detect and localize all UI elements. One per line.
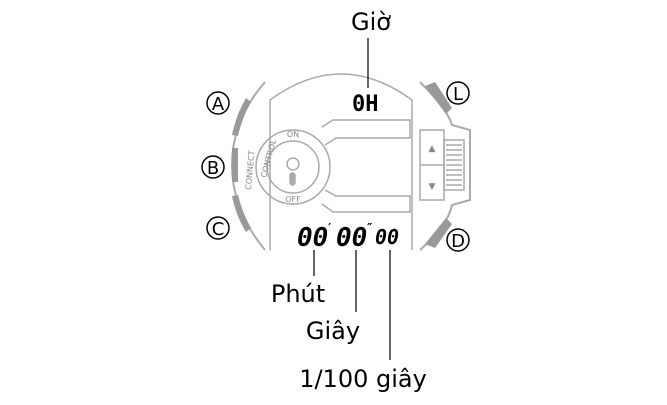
button-b-label: B bbox=[207, 158, 219, 179]
button-d-label: D bbox=[451, 231, 465, 252]
crown-up-icon: ▲ bbox=[429, 144, 436, 154]
button-l-label: L bbox=[453, 84, 463, 105]
second-mark: ″ bbox=[366, 221, 373, 235]
hour-label: Giờ bbox=[351, 8, 391, 36]
connect-label: CONNECT bbox=[244, 150, 256, 190]
hour-display: 0H bbox=[352, 92, 379, 117]
button-callouts bbox=[201, 81, 470, 252]
second-display: 00 bbox=[336, 223, 367, 253]
control-off-label: OFF bbox=[285, 195, 301, 204]
control-on-label: ON bbox=[287, 130, 299, 139]
side-buttons bbox=[232, 82, 452, 248]
hundredth-display: 00 bbox=[375, 225, 399, 249]
watch-face bbox=[255, 73, 413, 250]
crown[interactable] bbox=[419, 129, 465, 201]
minute-mark: ′ bbox=[326, 221, 333, 235]
leader-lines bbox=[313, 38, 391, 360]
button-d-shape bbox=[425, 218, 452, 248]
button-c-shape bbox=[232, 195, 251, 232]
button-l-shape bbox=[425, 82, 452, 114]
button-c-label: C bbox=[212, 219, 225, 240]
hundredth-label: 1/100 giây bbox=[299, 365, 427, 393]
crown-down-icon: ▼ bbox=[429, 182, 436, 192]
button-a-label: A bbox=[212, 94, 225, 115]
minute-label: Phút bbox=[271, 280, 325, 308]
control-label: CONTROL bbox=[259, 138, 278, 179]
button-b-shape bbox=[232, 148, 238, 182]
second-label: Giây bbox=[306, 317, 360, 345]
minute-display: 00 bbox=[297, 223, 328, 253]
button-a-shape bbox=[232, 98, 251, 136]
